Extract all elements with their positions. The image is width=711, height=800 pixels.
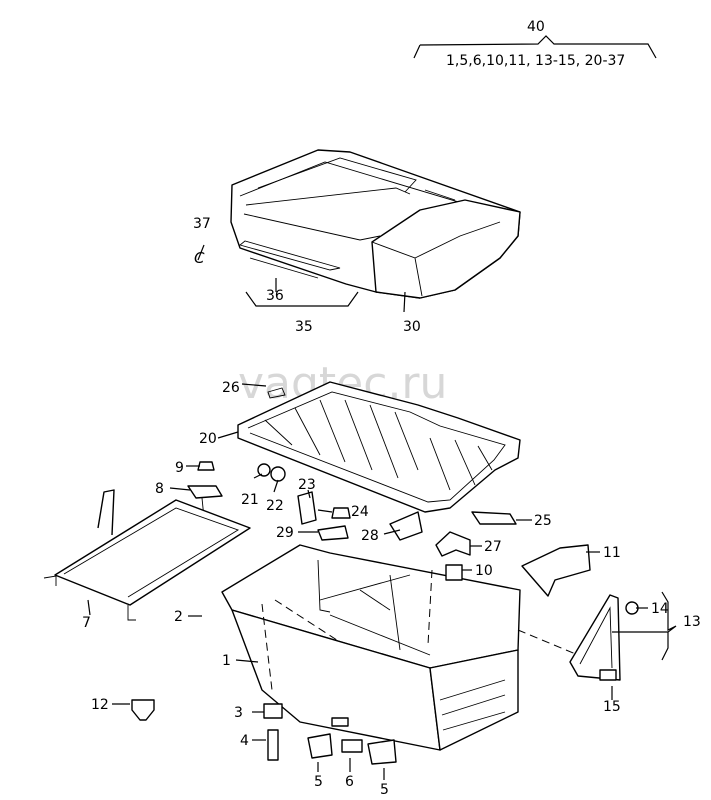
label-5a: 5	[314, 774, 323, 790]
label-7: 7	[82, 615, 91, 631]
label-22: 22	[266, 498, 284, 514]
plug-part	[131, 699, 155, 721]
label-13: 13	[683, 614, 701, 630]
label-5b: 5	[380, 782, 389, 798]
label-14: 14	[651, 601, 669, 617]
label-28: 28	[361, 528, 379, 544]
box-tab	[331, 717, 349, 727]
label-10: 10	[475, 563, 493, 579]
label-30: 30	[403, 319, 421, 335]
label-6: 6	[345, 774, 354, 790]
handle-part	[521, 544, 591, 597]
label-26: 26	[222, 380, 240, 396]
callout-labels: 40 1,5,6,10,11, 13-15, 20-37 37 C 36 35 …	[82, 19, 701, 798]
label-15: 15	[603, 699, 621, 715]
label-8: 8	[155, 481, 164, 497]
label-4: 4	[240, 733, 249, 749]
label-37-symbol: C	[194, 249, 205, 267]
label-12: 12	[91, 697, 109, 713]
pad-part	[445, 564, 463, 581]
label-3: 3	[234, 705, 243, 721]
label-40: 40	[527, 19, 545, 35]
label-9: 9	[175, 460, 184, 476]
label-24: 24	[351, 504, 369, 520]
label-36: 36	[266, 288, 284, 304]
label-35: 35	[295, 319, 313, 335]
seat-cushion	[230, 149, 521, 299]
label-27: 27	[484, 539, 502, 555]
stud-part	[267, 729, 279, 761]
label-21: 21	[241, 492, 259, 508]
label-25: 25	[534, 513, 552, 529]
label-11: 11	[603, 545, 621, 561]
spacer-part	[341, 739, 363, 753]
seat-frame	[237, 381, 521, 513]
label-37: 37	[193, 216, 211, 232]
cover-frame	[569, 594, 639, 681]
label-40-list: 1,5,6,10,11, 13-15, 20-37	[446, 53, 625, 69]
callout-lines	[87, 35, 677, 780]
tray-plate	[43, 489, 251, 621]
label-2: 2	[174, 609, 183, 625]
clip-part	[307, 733, 333, 759]
label-20: 20	[199, 431, 217, 447]
label-23: 23	[298, 477, 316, 493]
label-29: 29	[276, 525, 294, 541]
leader-line	[261, 603, 273, 691]
label-1: 1	[222, 653, 231, 669]
small-parts	[187, 461, 517, 557]
trim-strip	[239, 240, 341, 279]
clip-part	[367, 739, 397, 765]
grommet-part	[263, 703, 283, 719]
